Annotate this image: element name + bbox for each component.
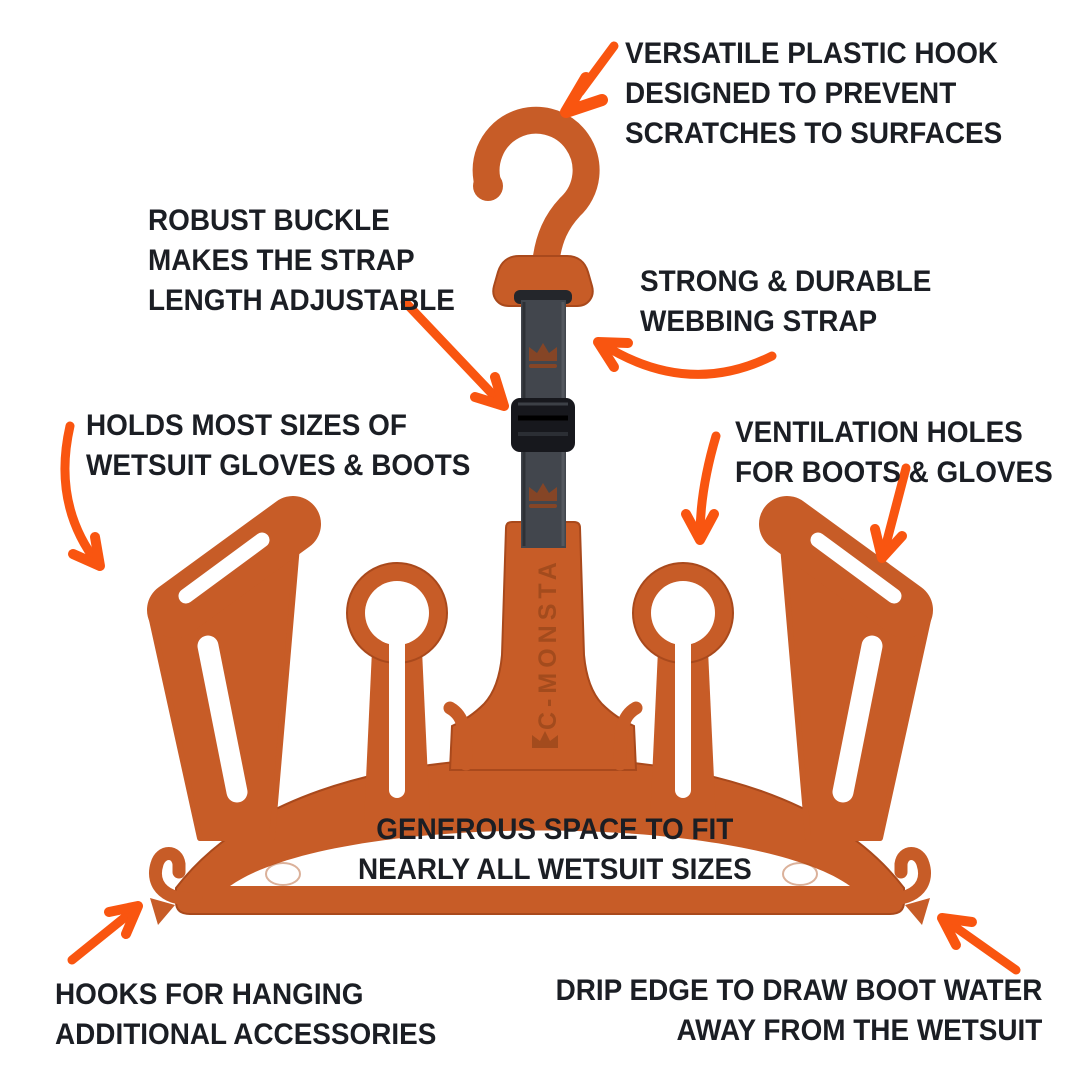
label-generous-space: GENEROUS SPACE TO FIT NEARLY ALL WETSUIT… <box>358 810 752 890</box>
label-line: DRIP EDGE TO DRAW BOOT WATER <box>555 974 1042 1007</box>
strap-buckle <box>511 398 575 452</box>
label-line: HOLDS MOST SIZES OF <box>86 409 407 442</box>
wetsuit-window <box>230 830 850 886</box>
label-line: ADDITIONAL ACCESSORIES <box>55 1018 437 1051</box>
arrow-hook-icon <box>560 41 619 118</box>
label-versatile-hook: VERSATILE PLASTIC HOOK DESIGNED TO PREVE… <box>625 34 1002 154</box>
label-line: NEARLY ALL WETSUIT SIZES <box>357 853 752 886</box>
label-holds-sizes: HOLDS MOST SIZES OF WETSUIT GLOVES & BOO… <box>86 406 470 486</box>
label-line: WEBBING STRAP <box>640 305 878 338</box>
t-handle-right-stem-slot <box>832 635 883 803</box>
arrow-buckle-icon <box>400 297 509 411</box>
t-handle-left-crossbar-slot <box>178 532 270 604</box>
drip-edge-left <box>150 898 175 925</box>
label-line: VENTILATION HOLES <box>735 416 1023 449</box>
arrow-strap-icon <box>593 337 777 379</box>
arrow-drip-edge-icon <box>937 913 1021 975</box>
label-ventilation-holes: VENTILATION HOLES FOR BOOTS & GLOVES <box>735 413 1053 493</box>
t-handle-right-crossbar-slot <box>810 532 902 604</box>
annotation-arrows <box>60 41 1021 975</box>
t-handle-left-stem-slot <box>197 635 248 803</box>
label-line: ROBUST BUCKLE <box>148 204 390 237</box>
label-webbing-strap: STRONG & DURABLE WEBBING STRAP <box>640 262 931 342</box>
label-line: AWAY FROM THE WETSUIT <box>676 1014 1042 1047</box>
hanger-body <box>149 756 931 925</box>
label-drip-edge: DRIP EDGE TO DRAW BOOT WATER AWAY FROM T… <box>555 971 1042 1051</box>
accessory-hook-right <box>877 847 931 906</box>
mold-mark-right <box>782 862 818 886</box>
label-line: STRONG & DURABLE <box>640 265 932 298</box>
label-line: VERSATILE PLASTIC HOOK <box>625 37 999 70</box>
label-line: HOOKS FOR HANGING <box>55 978 364 1011</box>
hook-curve <box>472 106 600 274</box>
label-line: GENEROUS SPACE TO FIT <box>376 813 734 846</box>
brand-emboss-crown-icon <box>532 731 558 748</box>
mold-mark-left <box>265 862 301 886</box>
vent-prong-right <box>632 562 734 822</box>
finger-curl-left <box>443 701 473 771</box>
label-line: LENGTH ADJUSTABLE <box>148 284 455 317</box>
vent-prong-left <box>346 562 448 822</box>
label-robust-buckle: ROBUST BUCKLE MAKES THE STRAP LENGTH ADJ… <box>148 201 455 321</box>
label-line: FOR BOOTS & GLOVES <box>735 456 1053 489</box>
arrow-accessory-hooks-icon <box>67 901 143 965</box>
label-line: WETSUIT GLOVES & BOOTS <box>86 449 471 482</box>
label-line: SCRATCHES TO SURFACES <box>625 117 1003 150</box>
drip-edge-right <box>905 898 930 925</box>
strap-logo-top <box>529 343 557 368</box>
webbing-strap <box>511 300 575 548</box>
label-line: MAKES THE STRAP <box>148 244 415 277</box>
vent-prong-right-hole <box>651 581 715 645</box>
finger-curl-right <box>613 701 643 771</box>
strap-logo-bottom <box>529 483 557 508</box>
label-accessory-hooks: HOOKS FOR HANGING ADDITIONAL ACCESSORIES <box>55 975 436 1055</box>
hanger-hook <box>472 106 600 307</box>
brand-emboss-text: C-MONSTA <box>534 557 562 730</box>
vent-prong-left-hole <box>365 581 429 645</box>
label-line: DESIGNED TO PREVENT <box>625 77 957 110</box>
arrow-holds-icon <box>60 421 105 571</box>
accessory-hook-left <box>149 847 203 906</box>
arrow-vent-right-icon <box>870 463 911 563</box>
t-handle-left <box>147 496 321 841</box>
hanger-column <box>443 521 643 771</box>
column-shape <box>448 521 638 771</box>
arrow-vent-left-icon <box>681 431 721 545</box>
t-handle-right <box>759 496 933 841</box>
